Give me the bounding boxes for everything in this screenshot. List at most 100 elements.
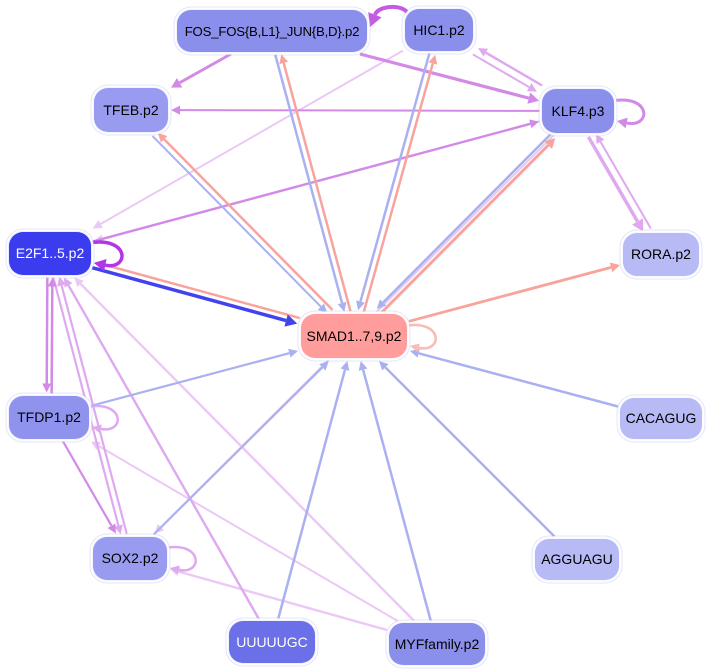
edge-klf4-hic1 xyxy=(485,51,543,87)
edge-myf-e2f1-arrowhead xyxy=(74,277,84,288)
edge-hic1-e2f1-arrowhead xyxy=(92,220,103,229)
edge-smad-tfeb xyxy=(163,138,334,311)
edge-tfdp1-self xyxy=(86,404,119,431)
edge-smad-hic1-arrowhead xyxy=(428,54,438,65)
edge-myf-smad-arrowhead xyxy=(358,361,368,371)
edge-smad-klf4 xyxy=(378,144,550,316)
edge-tfdp1-smad-arrowhead xyxy=(288,348,298,358)
node-label: HIC1.p2 xyxy=(413,22,465,38)
edge-tfdp1-e2f1-arrowhead xyxy=(47,277,57,287)
edge-klf4-self-arrowhead xyxy=(617,117,628,129)
edge-tfdp1-self-arrowhead xyxy=(92,424,102,434)
edge-rora-klf4-arrowhead xyxy=(595,133,605,145)
edge-smad-hic1 xyxy=(362,63,435,314)
node-cacagug[interactable]: CACAGUG xyxy=(619,396,703,440)
node-label: SMAD1..7,9.p2 xyxy=(306,328,402,344)
edge-smad-tfeb-arrowhead xyxy=(157,132,168,143)
node-uuuuugc[interactable]: UUUUUGC xyxy=(228,620,316,664)
node-label: AGGUAGU xyxy=(541,551,613,567)
edge-smad-e2f1 xyxy=(103,263,301,320)
edge-myf-smad xyxy=(361,369,433,622)
edge-smad-fos-arrowhead xyxy=(279,54,289,65)
node-e2f1[interactable]: E2F1..5.p2 xyxy=(8,230,92,276)
edge-agguagu-smad-arrowhead xyxy=(379,361,389,371)
edge-rora-klf4 xyxy=(599,141,652,229)
edge-fos-smad xyxy=(274,54,344,304)
node-label: TFDP1.p2 xyxy=(17,409,81,425)
node-label: TFEB.p2 xyxy=(103,102,159,118)
edge-fos-klf4 xyxy=(359,52,530,100)
node-label: RORA.p2 xyxy=(631,246,691,262)
node-label: CACAGUG xyxy=(625,410,697,426)
edge-agguagu-smad xyxy=(384,366,556,538)
edge-tfdp1-sox2 xyxy=(61,439,113,527)
edge-sox2-self xyxy=(164,545,197,572)
node-label: KLF4.p3 xyxy=(551,103,605,119)
edge-klf4-tfeb-arrowhead xyxy=(171,105,181,115)
edge-e2f1-klf4-arrowhead xyxy=(529,119,539,129)
edge-fos-klf4-arrowhead xyxy=(527,92,539,104)
edge-cacagug-smad xyxy=(418,352,619,408)
node-klf4[interactable]: KLF4.p3 xyxy=(541,88,615,134)
edge-sox2-self-arrowhead xyxy=(170,565,180,575)
node-myf[interactable]: MYFfamily.p2 xyxy=(388,622,486,666)
edge-myf-tfdp1 xyxy=(98,445,399,622)
node-label: SOX2.p2 xyxy=(101,550,159,566)
node-tfeb[interactable]: TFEB.p2 xyxy=(93,87,169,133)
edge-smad-fos xyxy=(282,62,352,312)
edge-sox2-smad xyxy=(152,366,324,536)
edge-tfeb-smad-arrowhead xyxy=(317,303,328,314)
node-sox2[interactable]: SOX2.p2 xyxy=(92,535,168,581)
node-rora[interactable]: RORA.p2 xyxy=(622,231,700,277)
edge-smad-klf4-arrowhead xyxy=(544,138,556,149)
edge-e2f1-sox2-arrowhead xyxy=(114,524,123,535)
edge-hic1-klf4 xyxy=(472,53,530,89)
edge-e2f1-self xyxy=(88,240,124,268)
edge-e2f1-smad xyxy=(91,265,287,323)
edge-cacagug-smad-arrowhead xyxy=(410,348,420,358)
edge-sox2-smad-arrowhead xyxy=(319,361,329,371)
node-fos[interactable]: FOS_FOS{B,L1}_JUN{B,D}.p2 xyxy=(176,9,368,53)
edge-sox2-e2f1 xyxy=(60,285,128,535)
edge-klf4-smad-arrowhead xyxy=(376,299,387,309)
edge-smad-rora-arrowhead xyxy=(609,262,620,273)
edge-uuuuugc-e2f1-arrowhead xyxy=(63,277,73,288)
edge-hic1-smad-arrowhead xyxy=(356,300,365,311)
edge-klf4-hic1-arrowhead xyxy=(478,48,489,57)
edge-klf4-rora xyxy=(586,136,640,223)
node-label: MYFfamily.p2 xyxy=(394,636,480,652)
edge-e2f1-klf4 xyxy=(92,122,531,243)
edge-hic1-klf4-arrowhead xyxy=(526,83,537,92)
edge-tfdp1-e2f1 xyxy=(50,286,54,394)
edge-uuuuugc-smad xyxy=(276,369,347,620)
edge-e2f1-tfdp1 xyxy=(45,276,49,384)
node-agguagu[interactable]: AGGUAGU xyxy=(534,537,620,581)
edge-klf4-tfeb xyxy=(179,109,541,112)
node-label: E2F1..5.p2 xyxy=(15,245,85,261)
node-tfdp1[interactable]: TFDP1.p2 xyxy=(8,394,90,440)
node-label: FOS_FOS{B,L1}_JUN{B,D}.p2 xyxy=(184,23,360,39)
edge-fos-smad-arrowhead xyxy=(337,301,347,312)
edge-klf4-rora-arrowhead xyxy=(632,218,644,232)
edge-fos-tfeb xyxy=(178,52,232,85)
node-label: UUUUUGC xyxy=(236,634,308,650)
edge-e2f1-smad-arrowhead xyxy=(284,314,298,327)
edge-myf-tfdp1-arrowhead xyxy=(90,441,101,450)
edge-tfeb-smad xyxy=(151,135,322,308)
edge-tfdp1-smad xyxy=(90,352,290,407)
edge-uuuuugc-e2f1 xyxy=(67,284,260,620)
node-smad[interactable]: SMAD1..7,9.p2 xyxy=(300,313,408,359)
node-hic1[interactable]: HIC1.p2 xyxy=(404,8,474,52)
edge-klf4-self xyxy=(611,98,646,125)
edge-klf4-smad xyxy=(382,132,553,304)
edge-sox2-e2f1-arrowhead xyxy=(57,276,66,287)
edge-uuuuugc-smad-arrowhead xyxy=(340,361,350,371)
edge-smad-rora xyxy=(408,265,612,323)
edge-e2f1-self-arrowhead xyxy=(94,259,107,272)
edge-hic1-smad xyxy=(359,51,431,302)
edge-fos-tfeb-arrowhead xyxy=(171,78,183,88)
edge-e2f1-tfdp1-arrowhead xyxy=(42,383,52,393)
edge-tfdp1-sox2-arrowhead xyxy=(107,523,116,534)
